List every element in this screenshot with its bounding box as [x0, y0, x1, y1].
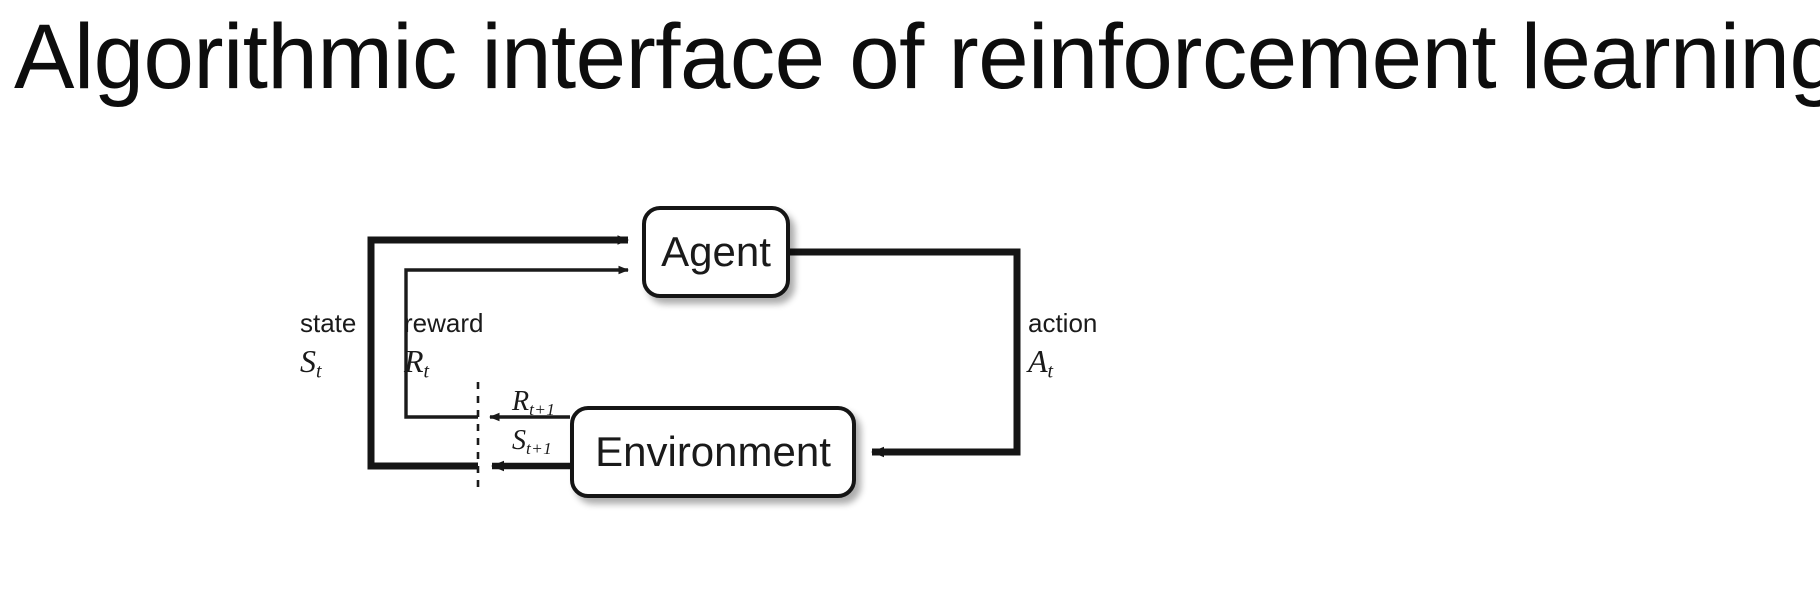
- action-label-symbol: At: [1028, 342, 1097, 391]
- reward-symbol-base: R: [404, 343, 424, 379]
- state-label-symbol: St: [300, 342, 356, 391]
- page-title: Algorithmic interface of reinforcement l…: [14, 6, 1820, 108]
- next-state-label: St+1: [512, 427, 552, 463]
- edge-state-to-agent: [367, 235, 629, 470]
- reward-symbol-sub: t: [423, 360, 430, 383]
- rl-interaction-diagram: Agent Environment state St reward Rt act…: [0, 120, 1820, 594]
- agent-node[interactable]: Agent: [642, 206, 790, 298]
- environment-node[interactable]: Environment: [570, 406, 856, 498]
- state-label-word: state: [300, 308, 357, 338]
- action-symbol-base: A: [1028, 343, 1048, 379]
- state-symbol-base: S: [300, 343, 316, 379]
- action-symbol-sub: t: [1047, 360, 1054, 383]
- next-reward-symbol-base: R: [512, 386, 530, 417]
- reward-label-symbol: Rt: [404, 342, 483, 391]
- state-edge-label: state St: [300, 308, 356, 391]
- next-state-symbol-base: S: [512, 425, 526, 456]
- diagram-connectors: [367, 235, 1021, 492]
- action-label-word: action: [1028, 308, 1098, 338]
- environment-node-label: Environment: [595, 428, 831, 475]
- state-symbol-sub: t: [316, 360, 322, 383]
- next-state-symbol-sub: t+1: [526, 438, 553, 458]
- edge-action-to-environment: [790, 248, 1021, 458]
- action-edge-label: action At: [1028, 308, 1097, 391]
- next-reward-label: Rt+1: [512, 388, 555, 424]
- edge-reward-to-agent: [404, 265, 629, 419]
- agent-node-label: Agent: [661, 228, 771, 275]
- next-reward-symbol-sub: t+1: [529, 399, 556, 419]
- reward-label-word: reward: [404, 308, 484, 338]
- reward-edge-label: reward Rt: [404, 308, 483, 391]
